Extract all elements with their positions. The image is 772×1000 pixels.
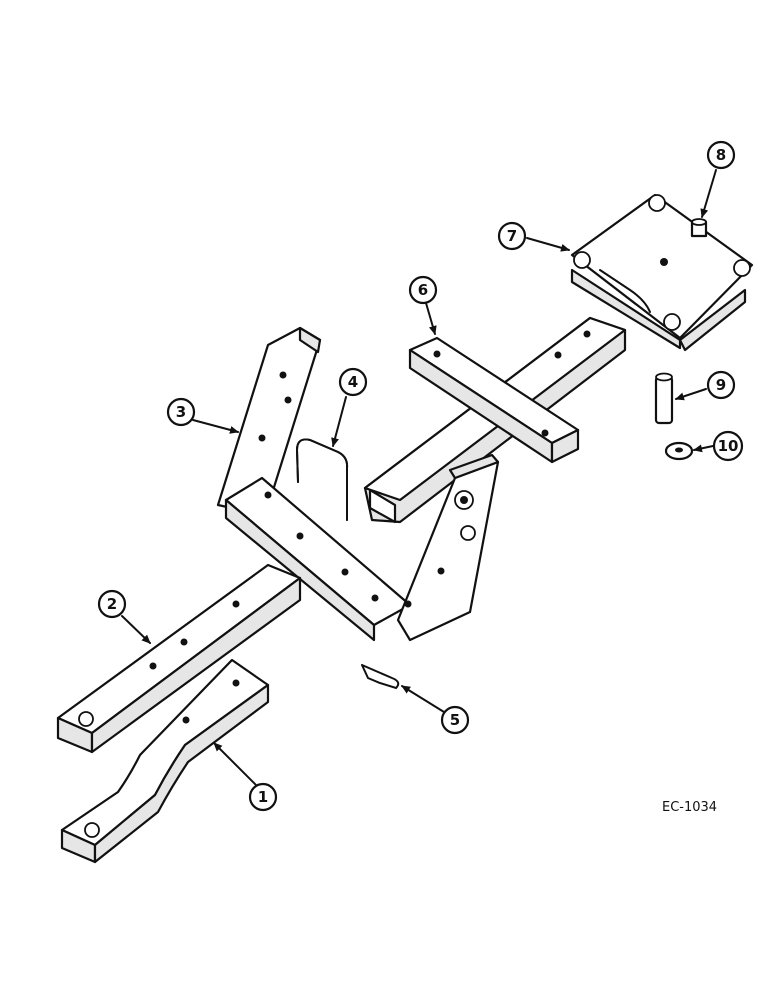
part-7-hitch-plate xyxy=(570,193,754,352)
svg-text:3: 3 xyxy=(176,403,186,421)
svg-text:6: 6 xyxy=(418,281,428,299)
part-10-washer xyxy=(664,441,694,461)
svg-text:10: 10 xyxy=(718,437,739,455)
svg-text:4: 4 xyxy=(348,373,358,391)
callout-6: 6 xyxy=(408,275,438,305)
callout-9: 9 xyxy=(706,370,736,400)
svg-text:5: 5 xyxy=(450,711,460,729)
svg-text:1: 1 xyxy=(258,788,268,806)
svg-text:9: 9 xyxy=(716,376,726,394)
callout-10: 10 xyxy=(712,430,744,462)
svg-text:7: 7 xyxy=(507,227,517,245)
part-1-offset-drawbar xyxy=(60,658,270,864)
callout-8: 8 xyxy=(706,140,736,170)
callout-7: 7 xyxy=(497,221,527,251)
callout-5: 5 xyxy=(440,705,470,735)
part-6-crossbar xyxy=(408,336,580,464)
svg-text:2: 2 xyxy=(107,595,117,613)
part-2-drawbar xyxy=(56,563,302,754)
part-4-u-bolt xyxy=(295,438,349,521)
callout-3: 3 xyxy=(166,397,196,427)
svg-text:8: 8 xyxy=(716,146,726,164)
part-9-pin xyxy=(654,372,674,425)
part-5-hair-pin xyxy=(361,664,400,690)
leader-lines xyxy=(121,169,717,788)
drawing-reference-code: EC-1034 xyxy=(662,800,717,815)
callout-1: 1 xyxy=(248,782,278,812)
part-3-frame xyxy=(216,326,500,642)
callout-4: 4 xyxy=(338,367,368,397)
callout-2: 2 xyxy=(97,589,127,619)
